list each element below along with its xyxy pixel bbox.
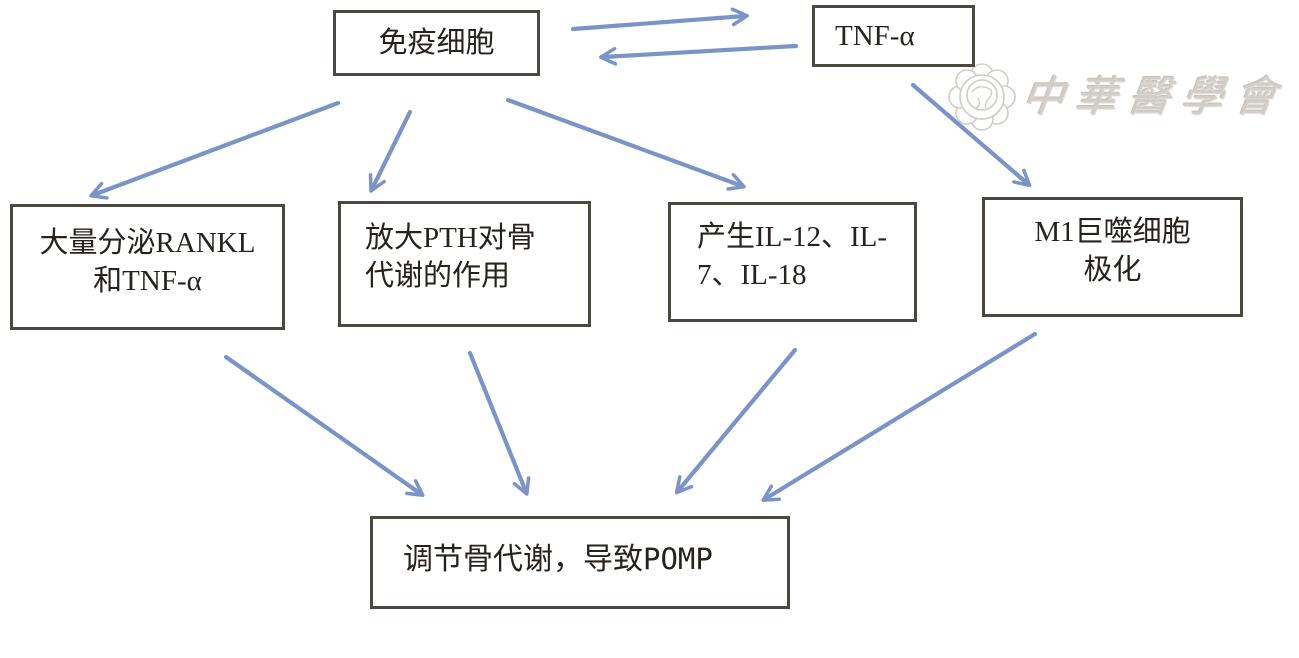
arrow-il-to-outcome bbox=[674, 347, 798, 495]
node-secrete-line2: 和TNF-α bbox=[93, 265, 202, 297]
node-amplify-pth-line2: 代谢的作用 bbox=[365, 260, 511, 292]
node-outcome-pomp: POMP bbox=[643, 542, 713, 576]
node-tnf-alpha-label: TNF-α bbox=[835, 20, 915, 52]
node-m1-line1: M1巨噬细胞 bbox=[1034, 216, 1191, 248]
node-bone-metabolism-outcome: 调节骨代谢，导致POMP bbox=[370, 516, 790, 609]
arrow-immune-to-secrete bbox=[89, 100, 341, 200]
node-amplify-pth-line1: 放大PTH对骨 bbox=[365, 222, 536, 254]
node-produce-interleukins-line1: 产生IL-12、IL- bbox=[697, 221, 888, 253]
node-immune-cells-label: 免疫细胞 bbox=[378, 27, 495, 59]
arrow-immune-to-pth bbox=[368, 109, 413, 193]
node-secrete-line1: 大量分泌RANKL bbox=[39, 227, 256, 259]
arrow-immune-to-il bbox=[505, 97, 746, 191]
arrow-m1-to-outcome bbox=[761, 331, 1038, 502]
arrow-immune-to-tnf bbox=[570, 7, 749, 32]
node-tnf-alpha: TNF-α bbox=[812, 5, 975, 67]
node-produce-interleukins: 产生IL-12、IL- 7、IL-18 bbox=[668, 202, 917, 322]
arrow-tnf-to-immune bbox=[599, 43, 799, 66]
node-produce-interleukins-line2: 7、IL-18 bbox=[697, 259, 807, 291]
node-secrete-rankl-tnf: 大量分泌RANKL 和TNF-α bbox=[10, 204, 285, 330]
node-m1-line2: 极化 bbox=[1083, 254, 1142, 286]
watermark-text: 中華醫學會 bbox=[1018, 75, 1291, 121]
arrow-secrete-to-outcome bbox=[223, 354, 425, 498]
arrow-pth-to-outcome bbox=[467, 350, 531, 496]
medical-association-seal-icon bbox=[948, 63, 1016, 131]
node-amplify-pth: 放大PTH对骨 代谢的作用 bbox=[338, 201, 591, 327]
node-immune-cells: 免疫细胞 bbox=[333, 10, 540, 76]
node-m1-macrophage-polarization: M1巨噬细胞 极化 bbox=[982, 197, 1243, 317]
node-outcome-text: 调节骨代谢，导致 bbox=[403, 543, 643, 576]
